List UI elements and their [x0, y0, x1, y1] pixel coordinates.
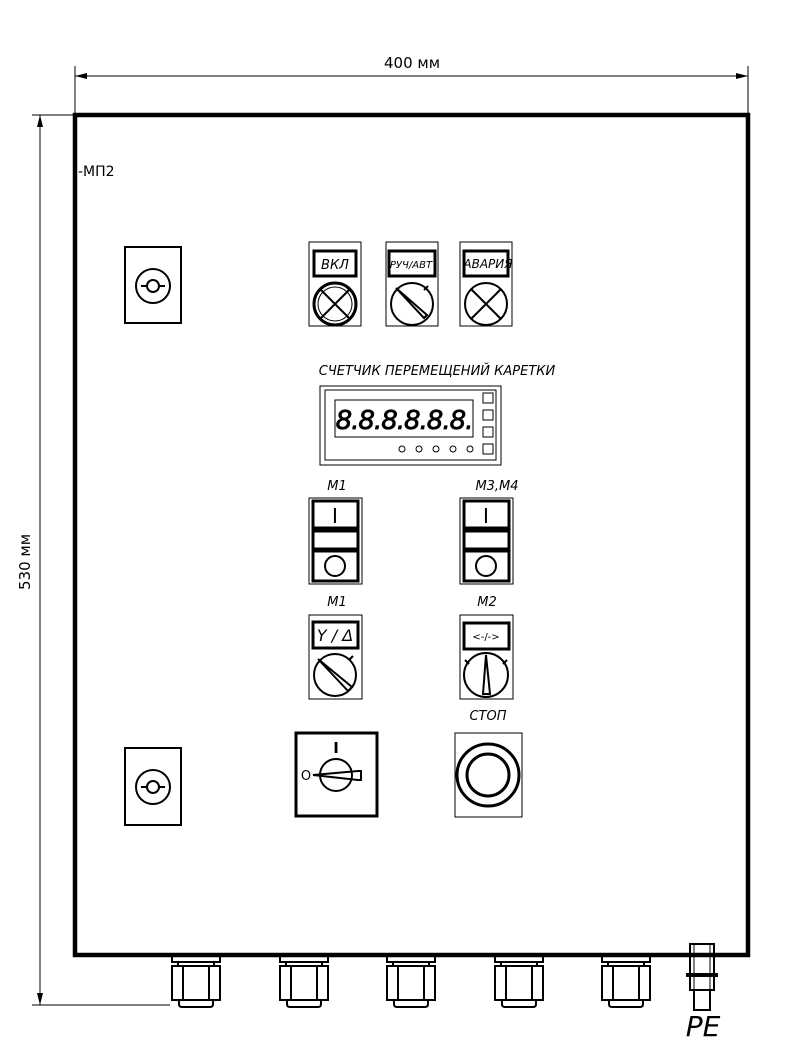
cable-gland — [171, 955, 221, 1008]
switch-on-label: I — [333, 739, 339, 757]
counter-key-4[interactable] — [482, 443, 494, 455]
cable-gland — [279, 955, 329, 1008]
selector-label: РУЧ/АВТ — [390, 260, 433, 271]
counter-title: СЧЕТЧИК ПЕРЕМЕЩЕНИЙ КАРЕТКИ — [319, 363, 556, 379]
direction-selector-m2[interactable]: <-/-> — [459, 614, 514, 700]
start-stop-block-m3m4[interactable]: I — [459, 497, 514, 585]
cable-glands — [171, 955, 651, 1008]
mode-selector-manual-auto[interactable]: РУЧ/АВТ — [385, 241, 439, 327]
door-lock-top[interactable] — [124, 246, 182, 324]
button-block-m3m4-caption: М3,М4 — [475, 479, 518, 494]
cable-gland — [386, 955, 436, 1008]
width-dimension: 400 мм — [74, 54, 749, 115]
enclosure-designation: -МП2 — [78, 164, 115, 180]
cable-gland — [601, 955, 651, 1008]
counter-key-1[interactable] — [482, 392, 494, 404]
start-symbol: I — [332, 504, 338, 528]
door-lock-bottom[interactable] — [124, 747, 182, 826]
selector-label: Y / Δ — [317, 626, 353, 645]
stop-caption: СТОП — [469, 709, 506, 724]
switch-handle — [312, 770, 362, 781]
button-block-m1-caption: М1 — [327, 479, 347, 494]
start-stop-block-m1[interactable]: I — [308, 497, 363, 585]
counter-key-2[interactable] — [482, 409, 494, 421]
selector-m1-caption: М1 — [327, 595, 347, 610]
selector-m2-caption: М2 — [477, 595, 497, 610]
selector-label: <-/-> — [472, 632, 499, 643]
star-delta-selector-m1[interactable]: Y / Δ — [308, 614, 363, 700]
counter-display: 8.8.8.8.8.8. — [319, 385, 502, 466]
cable-gland — [494, 955, 544, 1008]
lamp-label: АВАРИЯ — [462, 257, 513, 271]
pe-label: PE — [686, 1010, 721, 1043]
height-dimension: 530 мм — [16, 114, 170, 1006]
start-symbol: I — [483, 504, 489, 528]
counter-leds — [398, 445, 474, 453]
lamp-label: ВКЛ — [321, 258, 349, 273]
pilot-light-alarm: АВАРИЯ — [459, 241, 513, 327]
counter-key-3[interactable] — [482, 426, 494, 438]
pilot-light-on: ВКЛ — [308, 241, 362, 327]
width-label: 400 мм — [384, 54, 440, 72]
lamp-icon — [470, 288, 502, 320]
height-label: 530 мм — [16, 534, 34, 590]
enclosure-outline — [72, 112, 751, 958]
lamp-icon — [320, 289, 350, 319]
main-switch[interactable]: I O — [294, 731, 379, 818]
switch-off-label: O — [301, 769, 311, 784]
counter-digits: 8.8.8.8.8.8. — [336, 406, 473, 436]
pe-terminal: PE — [686, 943, 721, 1043]
emergency-stop-button[interactable] — [454, 732, 523, 818]
